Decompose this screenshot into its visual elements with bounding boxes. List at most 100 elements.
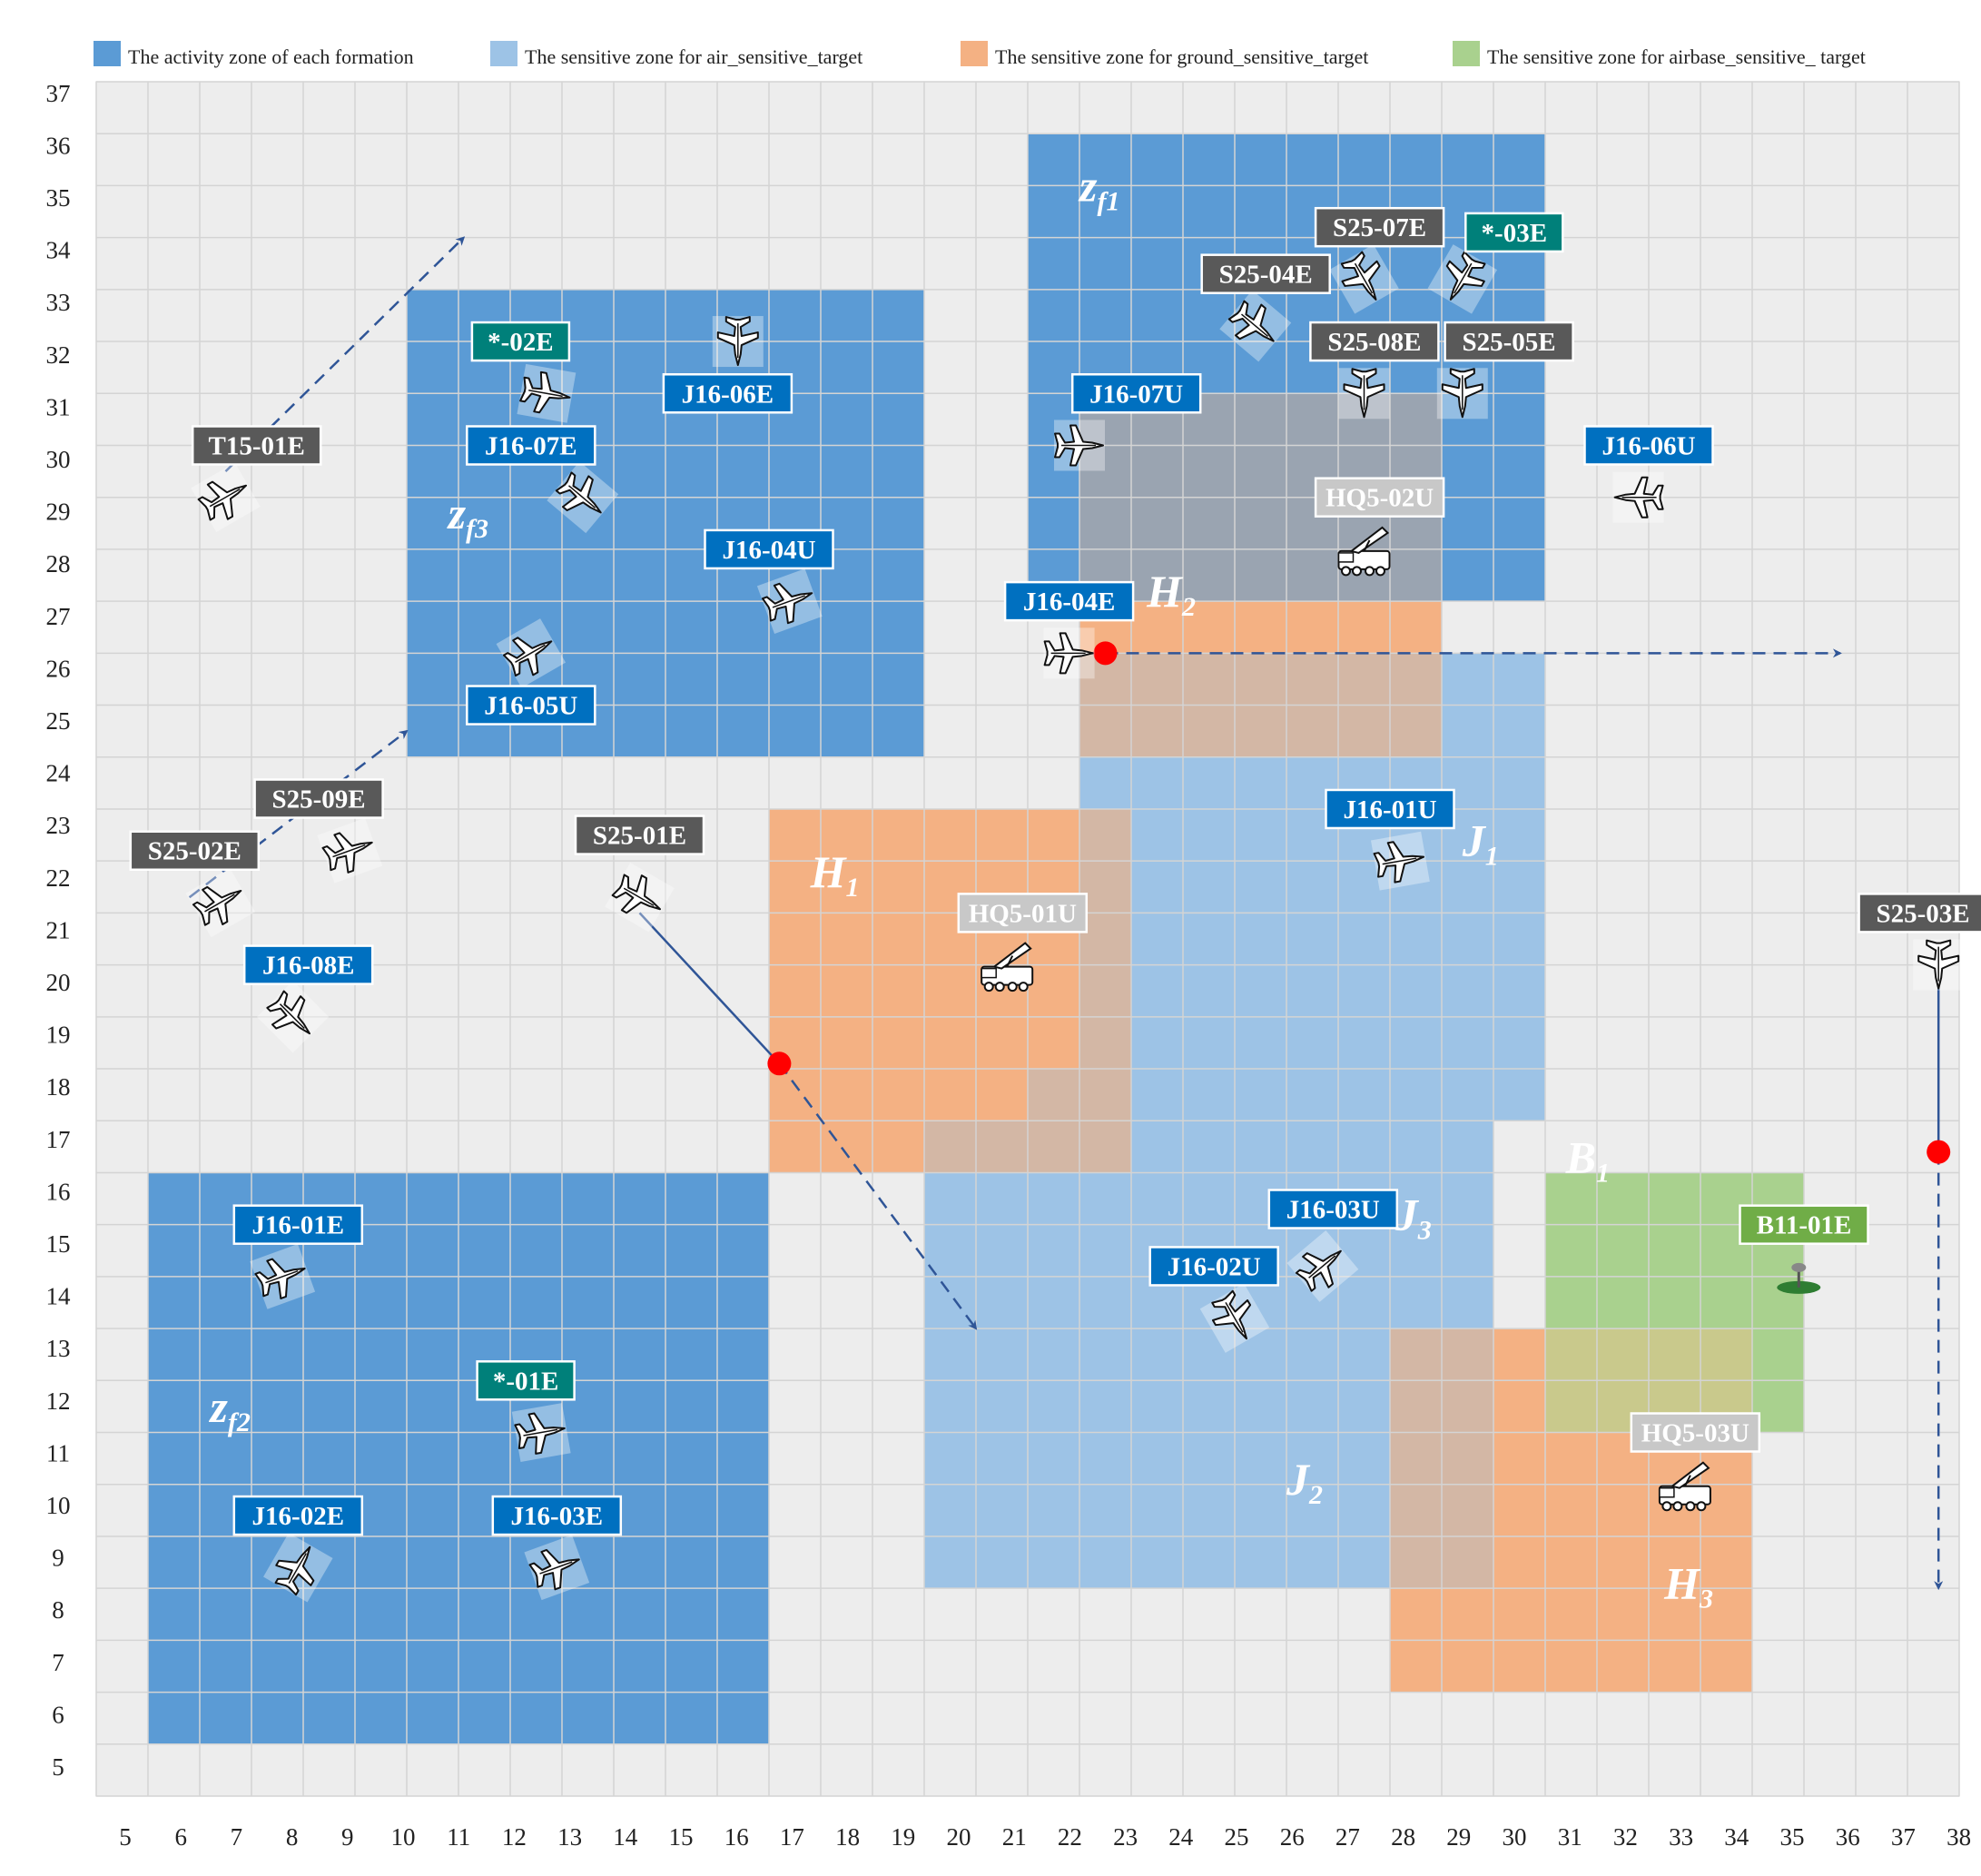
- unit-label-box: [253, 778, 384, 819]
- unit-label-box: [1464, 212, 1564, 253]
- unit-label-text: J16-06U: [1602, 431, 1695, 460]
- unit-label: S25-03E: [1858, 893, 1981, 933]
- zone-label-sub: 2: [1308, 1480, 1323, 1510]
- unit-label: J16-06U: [1583, 425, 1714, 466]
- x-tick-label: 34: [1724, 1823, 1749, 1851]
- unit-hq502u: HQ5-02U: [1314, 477, 1445, 577]
- zone-label: H3: [1663, 1558, 1713, 1614]
- legend-label: The sensitive zone for airbase_sensitive…: [1487, 45, 1866, 68]
- x-tick-label: 32: [1613, 1823, 1638, 1851]
- fighter-jet-icon: [1199, 1283, 1270, 1353]
- zone-label-main: H: [810, 846, 848, 897]
- unit-label: J16-04E: [1003, 580, 1135, 622]
- unit-label: J16-08E: [242, 944, 374, 985]
- zone-label-main: B: [1565, 1131, 1596, 1182]
- unit-s2508e: S25-08E: [1309, 321, 1440, 420]
- unit-label-box: [1444, 321, 1574, 362]
- zone-label-main: J: [1462, 815, 1487, 865]
- zone-label-sub: f1: [1097, 187, 1119, 217]
- zone-label-sub: 2: [1181, 592, 1196, 622]
- unit-label-box: [242, 944, 374, 985]
- missile-launcher-truck-icon: [981, 942, 1034, 992]
- unit-s2503e: S25-03E: [1858, 893, 1981, 991]
- y-tick-label: 20: [46, 969, 71, 996]
- unit-label-box: [470, 321, 571, 362]
- y-tick-label: 12: [46, 1387, 71, 1415]
- x-tick-label: 26: [1280, 1823, 1305, 1851]
- y-tick-label: 30: [46, 446, 71, 473]
- unit-j1601u: J16-01U: [1325, 788, 1455, 891]
- zone-label: H1: [810, 846, 860, 903]
- unit-j1606u: J16-06U: [1583, 425, 1714, 523]
- unit-label-text: J16-04E: [1023, 587, 1116, 617]
- unit-label-text: *-01E: [493, 1367, 559, 1396]
- unit-label-box: [1200, 253, 1331, 294]
- unit-label: J16-07E: [466, 425, 596, 466]
- y-tick-label: 25: [46, 707, 71, 735]
- y-tick-label: 32: [46, 341, 71, 369]
- unit-b1101e: B11-01E: [1739, 1204, 1869, 1294]
- unit-label: *-02E: [470, 321, 571, 362]
- unit-label: S25-02E: [129, 830, 261, 871]
- unit-label: HQ5-03U: [1630, 1412, 1761, 1453]
- missile-launcher-truck-icon: [1658, 1461, 1711, 1512]
- x-tick-label: 38: [1947, 1823, 1971, 1851]
- unit-label-box: [957, 893, 1089, 933]
- x-tick-label: 12: [502, 1823, 527, 1851]
- unit-label: *-03E: [1464, 212, 1564, 253]
- fighter-jet-icon: [756, 568, 823, 635]
- x-tick-label: 36: [1836, 1823, 1860, 1851]
- x-tick-label: 15: [669, 1823, 694, 1851]
- y-tick-label: 22: [46, 864, 71, 892]
- zone-h1-air-overlap: [1079, 808, 1131, 1173]
- unit-label-text: J16-01E: [252, 1211, 345, 1240]
- unit-j1605u: J16-05U: [466, 618, 596, 726]
- unit-label-box: [1325, 788, 1455, 830]
- unit-hq503u: HQ5-03U: [1630, 1412, 1761, 1512]
- x-tick-label: 9: [341, 1823, 354, 1851]
- zone-label: J2: [1286, 1454, 1323, 1510]
- y-tick-label: 10: [46, 1492, 71, 1519]
- fighter-jet-icon: [257, 981, 330, 1053]
- unit-label-text: S25-09E: [272, 785, 366, 815]
- hit-point-h2: [1093, 641, 1118, 666]
- fighter-jet-icon: [250, 1243, 316, 1309]
- zone-label: B1: [1565, 1131, 1610, 1188]
- legend-item: The sensitive zone for air_sensitive_tar…: [490, 41, 862, 68]
- unit-s2509e: S25-09E: [253, 778, 384, 884]
- zone-label-sub: 1: [846, 873, 860, 903]
- x-tick-label: 11: [447, 1823, 470, 1851]
- unit-label-text: S25-07E: [1333, 213, 1426, 242]
- unit-label: S25-09E: [253, 778, 384, 819]
- x-tick-label: 10: [391, 1823, 416, 1851]
- x-tick-label: 33: [1669, 1823, 1693, 1851]
- fighter-jet-icon: [185, 867, 256, 938]
- unit-j1603e: J16-03E: [491, 1495, 623, 1601]
- fighter-jet-icon: [524, 1535, 590, 1601]
- unit-t1501e: T15-01E: [191, 425, 322, 532]
- unit-label: *-01E: [476, 1360, 576, 1401]
- legend-swatch: [961, 41, 988, 66]
- unit-label-text: J16-07E: [485, 431, 577, 460]
- unit-label: J16-01E: [232, 1204, 364, 1245]
- fighter-jet-icon: [1338, 368, 1390, 420]
- missile-launcher-truck-icon: [1337, 526, 1391, 577]
- y-tick-label: 15: [46, 1230, 71, 1258]
- legend-label: The sensitive zone for air_sensitive_tar…: [525, 45, 862, 68]
- x-tick-label: 6: [174, 1823, 187, 1851]
- unit-label-text: J16-02E: [252, 1502, 345, 1531]
- fighter-jet-icon: [496, 618, 567, 688]
- zone-j2: [924, 1328, 1390, 1589]
- y-tick-label: 31: [46, 393, 71, 420]
- unit-label-box: [1739, 1204, 1869, 1245]
- unit-02e: *-02E: [470, 321, 577, 423]
- unit-label-box: [232, 1495, 364, 1536]
- y-tick-label: 14: [46, 1283, 72, 1310]
- fighter-jet-icon: [511, 1403, 571, 1462]
- unit-j1607e: J16-07E: [466, 425, 619, 534]
- x-tick-label: 7: [231, 1823, 243, 1851]
- unit-label-text: S25-03E: [1877, 899, 1970, 928]
- y-tick-label: 26: [46, 655, 71, 682]
- units: T15-01E*-02EJ16-06EJ16-07EJ16-04UJ16-05U…: [129, 206, 1981, 1603]
